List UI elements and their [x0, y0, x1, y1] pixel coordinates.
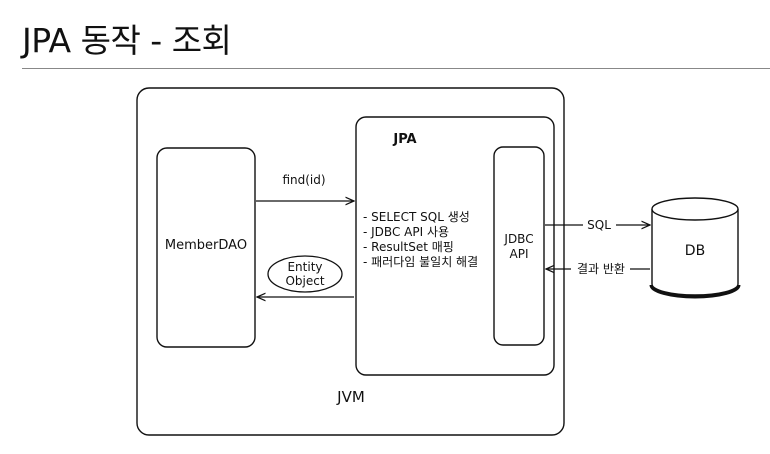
entity-object-label-line1: Entity — [287, 260, 322, 274]
jpa-label: JPA — [392, 132, 416, 147]
db-label: DB — [685, 243, 705, 259]
jpa-step-resultset: - ResultSet 매핑 — [363, 240, 454, 254]
find-id-label: find(id) — [282, 173, 325, 187]
page-title: JPA 동작 - 조회 — [22, 21, 232, 60]
result-label: 결과 반환 — [577, 262, 625, 276]
member-dao-label: MemberDAO — [165, 238, 247, 253]
entity-object-ellipse — [267, 255, 343, 293]
jpa-step-select-sql: - SELECT SQL 생성 — [363, 210, 470, 224]
jpa-step-paradigm: - 패러다임 불일치 해결 — [363, 255, 478, 269]
title-divider — [22, 68, 770, 69]
sql-label: SQL — [587, 218, 611, 232]
jdbc-api-label-line1: JDBC — [503, 232, 533, 246]
jpa-box — [355, 116, 555, 376]
jdbc-api-box — [493, 146, 545, 346]
entity-object-label-line2: Object — [285, 274, 324, 288]
jpa-step-jdbc-api: - JDBC API 사용 — [363, 225, 449, 239]
member-dao-box — [156, 147, 256, 348]
db-cylinder — [649, 197, 741, 299]
jvm-label: JVM — [336, 388, 365, 406]
jvm-box — [136, 87, 565, 436]
jdbc-api-label-line2: API — [510, 247, 529, 261]
